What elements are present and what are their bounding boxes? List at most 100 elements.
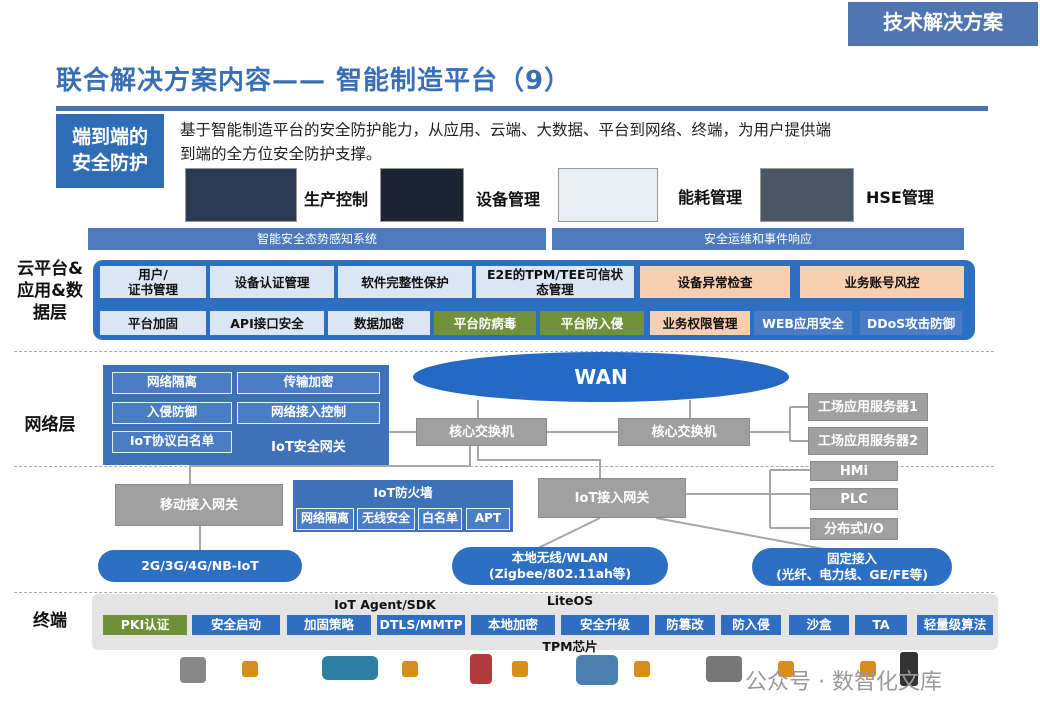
- term-cell-local-encrypt: 本地加密: [471, 615, 555, 635]
- cell-data-encrypt: 数据加密: [328, 311, 430, 335]
- core-switch-2: 核心交换机: [618, 418, 750, 446]
- layer-label-cloud-line2: 应用&数: [17, 281, 83, 301]
- section-tag: 技术解决方案: [848, 2, 1038, 46]
- cell-account-risk: 业务账号风控: [800, 266, 964, 298]
- cell-device-anomaly: 设备异常检查: [640, 266, 790, 298]
- tpm-chip-label: TPM芯片: [542, 639, 598, 654]
- app-label-energy: 能耗管理: [678, 188, 743, 207]
- distributed-io-box: 分布式I/O: [810, 518, 898, 540]
- layer-label-network: 网络层: [24, 415, 76, 435]
- term-cell-anti-intrusion: 防入侵: [721, 615, 781, 635]
- chip-icon: [512, 661, 528, 677]
- cell-e2e-tpm-line1: E2E的TPM/TEE可信状: [486, 267, 624, 282]
- watermark: 公众号 · 数智化文库: [745, 670, 942, 695]
- cloud-fixed-access: 固定接入 (光纤、电力线、GE/FE等): [752, 548, 952, 586]
- fw-cell-apt: APT: [466, 508, 510, 530]
- intro-box: 端到端的 安全防护: [56, 114, 164, 188]
- app-label-hse: HSE管理: [866, 188, 934, 207]
- divider-access-terminal: [14, 592, 994, 593]
- cloud-local-wireless: 本地无线/WLAN (Zigbee/802.11ah等): [452, 547, 668, 585]
- thumbnail-device-management: [380, 168, 464, 222]
- cell-user-cert-line2: 证书管理: [127, 282, 178, 297]
- term-cell-pki: PKI认证: [103, 615, 187, 635]
- page-title: 联合解决方案内容—— 智能制造平台（9）: [56, 66, 572, 96]
- term-cell-secure-boot: 安全启动: [192, 615, 280, 635]
- chip-icon: [634, 661, 650, 677]
- cloud-fixed-access-line2: (光纤、电力线、GE/FE等): [776, 567, 928, 582]
- iot-agent-label: IoT Agent/SDK: [334, 597, 436, 612]
- term-cell-sandbox: 沙盒: [789, 615, 849, 635]
- intro-text: 基于智能制造平台的安全防护能力，从应用、云端、大数据、平台到网络、终端，为用户提…: [180, 118, 990, 168]
- divider-network-access: [14, 466, 994, 467]
- layer-label-cloud: 云平台& 应用&数 据层: [10, 258, 90, 324]
- gw-cell-network-isolation: 网络隔离: [112, 372, 232, 394]
- thumbnail-hse-management: [760, 168, 854, 222]
- intro-box-line2: 安全防护: [71, 152, 148, 174]
- intro-text-line2: 到端的全方位安全防护支撑。: [180, 145, 382, 163]
- layer-label-terminal: 终端: [33, 611, 67, 631]
- mobile-access-gateway: 移动接入网关: [115, 484, 283, 526]
- cloud-local-wireless-line1: 本地无线/WLAN: [511, 550, 609, 565]
- fw-cell-wireless-security: 无线安全: [357, 508, 415, 530]
- term-cell-ta: TA: [855, 615, 907, 635]
- cell-platform-harden: 平台加固: [100, 311, 206, 335]
- gw-cell-protocol-whitelist: IoT协议白名单: [112, 431, 232, 453]
- divider-cloud-network: [14, 351, 994, 352]
- cloud-local-wireless-line2: (Zigbee/802.11ah等): [488, 566, 632, 581]
- cell-user-cert: 用户/ 证书管理: [100, 266, 206, 298]
- cell-ddos-defense: DDoS攻击防御: [860, 311, 962, 335]
- intro-box-line1: 端到端的: [71, 126, 148, 148]
- cloud-cellular: 2G/3G/4G/NB-IoT: [98, 550, 302, 582]
- gw-cell-transport-encryption: 传输加密: [237, 372, 380, 394]
- layer-label-cloud-line1: 云平台&: [17, 259, 83, 279]
- fw-cell-isolation: 网络隔离: [296, 508, 354, 530]
- chip-icon: [778, 661, 794, 677]
- cell-platform-antivirus: 平台防病毒: [434, 311, 536, 335]
- firewall-title: IoT防火墙: [373, 485, 433, 500]
- app-label-device: 设备管理: [476, 190, 541, 209]
- cloud-fixed-access-line1: 固定接入: [826, 551, 877, 566]
- cell-web-app-security: WEB应用安全: [754, 311, 852, 335]
- liteos-label: LiteOS: [546, 593, 594, 608]
- hmi-box: HMi: [810, 461, 898, 481]
- title-underline: [56, 106, 988, 111]
- app-server-2: 工场应用服务器2: [808, 427, 928, 455]
- sensor-device-icon: [180, 657, 206, 683]
- gw-cell-intrusion-prevention: 入侵防御: [112, 402, 232, 424]
- fw-cell-whitelist: 白名单: [418, 508, 462, 530]
- term-cell-hardening: 加固策略: [287, 615, 371, 635]
- intro-text-line1: 基于智能制造平台的安全防护能力，从应用、云端、大数据、平台到网络、终端，为用户提…: [180, 121, 832, 139]
- chip-icon: [402, 661, 418, 677]
- iot-access-gateway: IoT接入网关: [538, 478, 686, 518]
- cell-api-security: API接口安全: [210, 311, 324, 335]
- situation-awareness-bar: 智能安全态势感知系统: [88, 228, 546, 250]
- term-cell-lightweight-algo: 轻量级算法: [917, 615, 993, 635]
- cell-user-cert-line1: 用户/: [138, 267, 168, 282]
- plc-box: PLC: [810, 488, 898, 510]
- cell-software-integrity: 软件完整性保护: [338, 266, 472, 298]
- valve-device-icon: [470, 654, 492, 684]
- term-cell-dtls: DTLS/MMTP: [377, 615, 465, 635]
- cell-business-permission: 业务权限管理: [650, 311, 750, 335]
- app-server-1: 工场应用服务器1: [808, 393, 928, 421]
- thumbnail-energy-management: [558, 168, 658, 222]
- wan-ellipse: WAN: [413, 352, 789, 402]
- cell-device-auth: 设备认证管理: [210, 266, 334, 298]
- radio-device-icon: [900, 652, 918, 686]
- app-label-production: 生产控制: [304, 190, 369, 209]
- term-cell-secure-upgrade: 安全升级: [561, 615, 649, 635]
- ops-response-bar: 安全运维和事件响应: [552, 228, 964, 250]
- cell-e2e-tpm: E2E的TPM/TEE可信状 态管理: [476, 266, 634, 298]
- chip-icon: [860, 661, 876, 677]
- machine-device-icon: [706, 656, 742, 682]
- layer-label-cloud-line3: 据层: [33, 303, 67, 323]
- gateway-title: IoT安全网关: [271, 440, 346, 455]
- core-switch-1: 核心交换机: [416, 418, 547, 446]
- thumbnail-production-control: [185, 168, 297, 222]
- pump-device-icon: [322, 656, 378, 680]
- cell-platform-anti-intrusion: 平台防入侵: [540, 311, 644, 335]
- chip-icon: [242, 661, 258, 677]
- controller-device-icon: [576, 655, 618, 685]
- cell-e2e-tpm-line2: 态管理: [536, 282, 574, 297]
